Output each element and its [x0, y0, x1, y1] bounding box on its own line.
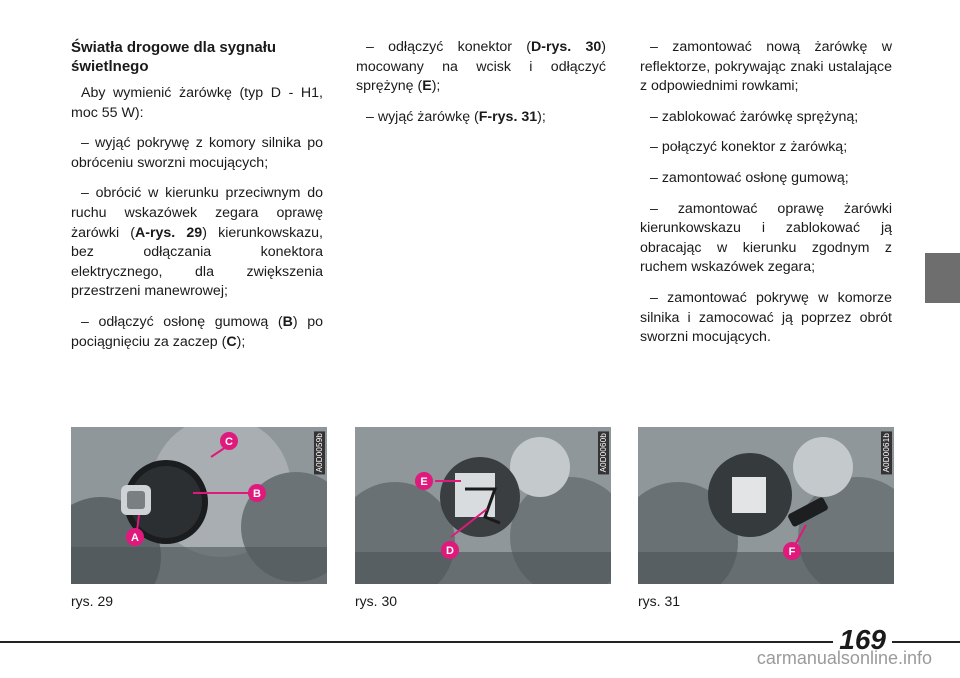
step-11: – zamontować pokrywę w komorze silnika i… — [640, 289, 892, 346]
callout-e: E — [415, 472, 433, 490]
figure-30-code: A0D0060b — [598, 431, 609, 475]
svg-text:B: B — [253, 488, 261, 500]
column-3: – zamontować nową żarówkę w reflektorze,… — [640, 38, 892, 359]
callout-c: C — [220, 432, 238, 450]
svg-text:C: C — [225, 436, 233, 448]
callout-d: D — [441, 541, 459, 559]
watermark: carmanualsonline.info — [756, 648, 932, 668]
figure-31-caption: rys. 31 — [638, 593, 681, 609]
step-3: – odłączyć osłonę gumową (B) po pociągni… — [71, 313, 323, 352]
callout-b: B — [248, 484, 266, 502]
step-1: – wyjąć pokrywę z komory silnika po obró… — [71, 135, 323, 171]
step-5: – wyjąć żarówkę (F-rys. 31); — [356, 108, 606, 128]
ref-e: E — [422, 78, 432, 95]
step-4: – odłączyć konektor (D-rys. 30) mocowany… — [356, 38, 606, 97]
step-7: – zablokować żarówkę sprężyną; — [650, 108, 859, 125]
footer-rule — [0, 641, 960, 643]
ref-c: C — [226, 333, 237, 350]
step-9: – zamontować osłonę gumową; — [650, 169, 849, 186]
step-4-text-b: ) mocowany na wcisk i odłączyć sprężynę … — [356, 39, 607, 95]
figure-30-caption: rys. 30 — [355, 593, 398, 609]
svg-text:A: A — [131, 532, 139, 544]
step-8: – połączyć konektor z żarówką; — [650, 139, 848, 156]
step-10: – zamontować oprawę żarówki kierunkowska… — [640, 200, 892, 276]
figure-ref-f: F-rys. 31 — [478, 108, 538, 125]
figure-29-code: A0D0059b — [314, 431, 325, 475]
step-3-text-b: ) po pociągnięciu za zaczep ( — [71, 313, 323, 350]
step-3-text-c: ); — [236, 333, 246, 350]
svg-text:E: E — [420, 476, 427, 488]
figure-29-caption: rys. 29 — [71, 593, 114, 609]
step-4-text-a: – odłączyć konektor ( — [366, 39, 532, 55]
figure-29-photo: C B A A0D0059b — [71, 427, 327, 584]
headlamp-illustration — [355, 427, 611, 584]
figure-31-code: A0D0061b — [881, 431, 892, 475]
callout-f: F — [783, 542, 801, 560]
figure-ref-a: A-rys. 29 — [135, 224, 203, 241]
step-5-text-b: ); — [537, 108, 546, 125]
step-2-text-a: – obrócić w kierunku przeciwnym do ruchu… — [71, 185, 323, 241]
section-title-line1: Światła drogowe dla sygnału — [71, 39, 277, 56]
figure-31-photo: F A0D0061b — [638, 427, 894, 584]
step-2: – obrócić w kierunku przeciwnym do ruchu… — [71, 184, 323, 302]
svg-text:F: F — [789, 546, 796, 558]
headlamp-illustration — [638, 427, 894, 584]
headlamp-illustration — [71, 427, 327, 584]
section-heading: Światła drogowe dla sygnału świetlnego — [71, 38, 323, 76]
step-5-text-a: – wyjąć żarówkę ( — [366, 108, 479, 125]
section-tab — [925, 253, 960, 303]
figure-30-callouts: E D — [415, 472, 459, 559]
column-2: – odłączyć konektor (D-rys. 30) mocowany… — [356, 38, 606, 138]
step-2-text-b: ) kierunkowskazu, bez odłączania konekto… — [71, 224, 323, 300]
ref-b: B — [282, 313, 293, 330]
figure-30-photo: E D A0D0060b — [355, 427, 611, 584]
page-number: 169 — [833, 624, 892, 656]
step-4-text-c: ); — [431, 78, 441, 95]
step-6: – zamontować nową żarówkę w reflektorze,… — [640, 39, 892, 95]
callout-a: A — [126, 528, 144, 546]
section-title-line2: świetlnego — [71, 58, 149, 75]
column-1: Światła drogowe dla sygnału świetlnego A… — [71, 38, 323, 363]
figure-31-callouts: F — [783, 542, 801, 560]
intro-paragraph: Aby wymienić żarówkę (typ D - H1, moc 55… — [71, 85, 323, 121]
step-3-text-a: – odłączyć osłonę gumową ( — [81, 313, 283, 330]
figure-ref-d: D-rys. 30 — [531, 39, 602, 55]
figure-29-callouts: C B A — [126, 432, 266, 546]
svg-text:D: D — [446, 545, 454, 557]
